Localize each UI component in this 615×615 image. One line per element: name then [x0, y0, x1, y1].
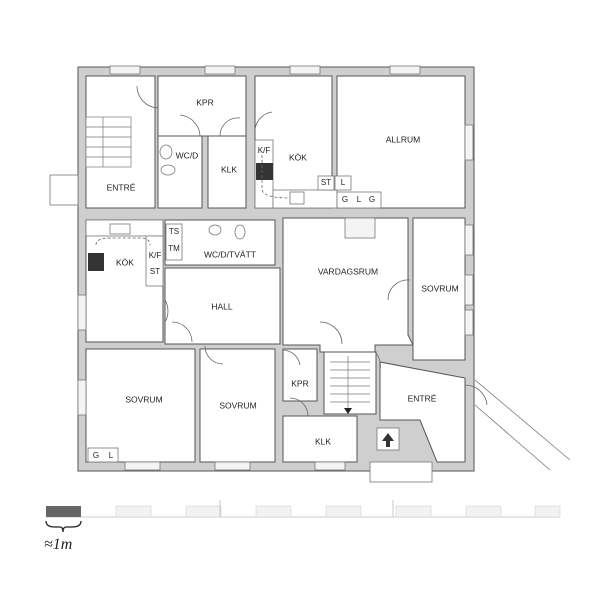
room-entre-right [379, 361, 466, 463]
stairs-down-arrow-icon [344, 408, 352, 414]
washbasin-icon [159, 144, 173, 160]
fixture-label-l: L [341, 178, 346, 187]
windows [77, 65, 474, 471]
room-label-wcd: WC/D [176, 150, 199, 160]
sink-icon [109, 223, 131, 235]
stairs-top-left [85, 116, 132, 168]
doors [136, 85, 488, 417]
fixture-glg-box [336, 191, 382, 209]
fixture-label-ts: TS [169, 227, 179, 236]
toilet-icon [160, 164, 176, 176]
ramp-line [474, 404, 551, 471]
stairs-bottom [323, 351, 377, 415]
fixture-label-l: L [357, 195, 362, 204]
fixture-label-tm: TM [168, 244, 180, 253]
room-vardagsrum [282, 217, 414, 353]
room-label-entre: ENTRÉ [408, 393, 437, 403]
fixture-gl-box [87, 447, 119, 463]
room-hall [164, 267, 281, 345]
counter-dash [95, 237, 151, 246]
stove-icon [256, 163, 273, 180]
scale-brace-icon [45, 520, 82, 533]
ts-tm-box [165, 223, 183, 261]
room-label-sovrum: SOVRUM [219, 400, 256, 410]
room-sovrum-mid [199, 348, 276, 463]
fixture-label-st: ST [321, 178, 331, 187]
entrance-steps-left [49, 174, 79, 206]
room-label-kok: KÖK [289, 152, 307, 162]
fixture-label-g: G [342, 195, 348, 204]
room-label-kok: KÖK [116, 257, 134, 267]
entrance-steps [369, 461, 433, 483]
toilet-icon [234, 224, 246, 240]
room-kpr-bottom [282, 348, 318, 402]
room-label-klk: KLK [315, 436, 331, 446]
sink-icon [289, 191, 305, 205]
room-allrum [336, 75, 466, 209]
fixture-label-l: L [109, 451, 114, 460]
counter-dash [261, 155, 291, 199]
fixture-l-top-box [334, 175, 352, 191]
fixture-st-top-box [317, 175, 335, 191]
ramp-line [474, 379, 571, 461]
fixture-label-kf: K/F [149, 251, 162, 260]
washbasin-icon [208, 224, 222, 236]
counter-left-kitchen-2 [145, 235, 164, 287]
room-label-klk: KLK [221, 164, 237, 174]
room-klk-top [207, 135, 247, 209]
room-kpr-top [157, 75, 247, 137]
room-klk-bottom [282, 415, 358, 463]
scale-label: ≈1m [44, 536, 72, 553]
room-label-kpr: KPR [291, 378, 308, 388]
room-label-sovrum: SOVRUM [421, 283, 458, 293]
room-label-wcd-tvatt: WC/D/TVÄTT [204, 249, 256, 259]
stove-icon [88, 253, 104, 271]
fixture-label-g: G [369, 195, 375, 204]
room-label-entre: ENTRÉ [107, 182, 136, 192]
room-label-hall: HALL [211, 301, 233, 311]
fixture-label-g: G [93, 451, 99, 460]
fixture-label-kf: K/F [258, 146, 271, 155]
room-label-vardagsrum: VARDAGSRUM [318, 266, 378, 276]
scale-bar: ≈1m [44, 500, 561, 553]
stairs-up-arrow-icon [382, 433, 394, 447]
fixture-label-st: ST [150, 267, 160, 276]
stairs-bottom-steps [330, 356, 370, 410]
room-label-sovrum: SOVRUM [125, 394, 162, 404]
room-label-kpr: KPR [196, 97, 213, 107]
counter-top-kitchen-2 [272, 189, 338, 209]
room-label-allrum: ALLRUM [386, 134, 420, 144]
room-sovrum-left [85, 348, 196, 463]
room-wcd-tvatt [164, 219, 276, 266]
